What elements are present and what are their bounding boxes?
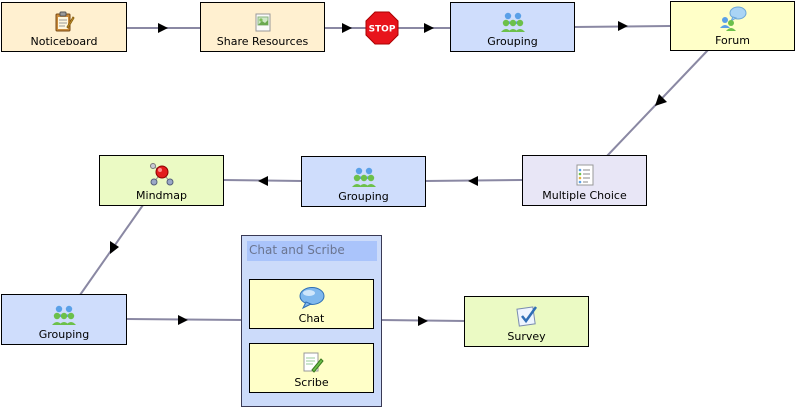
activity-label: Mindmap: [136, 189, 187, 202]
activity-label: Grouping: [338, 190, 389, 203]
stop-sign[interactable]: STOP: [365, 11, 399, 45]
arrowhead: [258, 176, 268, 186]
activity-label: Grouping: [487, 35, 538, 48]
activity-label: Share Resources: [216, 35, 309, 48]
activity-label: Multiple Choice: [542, 189, 627, 202]
activity-grouping[interactable]: Grouping: [1, 294, 127, 345]
activity-chat[interactable]: Chat: [249, 279, 374, 329]
grouping-icon: [351, 166, 377, 188]
activity-mindmap[interactable]: Mindmap: [99, 155, 224, 206]
share-resources-icon: [252, 11, 274, 33]
activity-grouping[interactable]: Grouping: [301, 156, 426, 207]
arrowhead: [468, 176, 478, 186]
activity-label: Forum: [715, 34, 750, 47]
activity-multiple-choice[interactable]: Multiple Choice: [522, 155, 647, 206]
activity-label: Noticeboard: [30, 35, 98, 48]
chat-icon: [298, 286, 326, 310]
grouping-icon: [51, 304, 77, 326]
activity-label: Chat: [298, 312, 325, 325]
scribe-icon: [300, 350, 324, 374]
activity-noticeboard[interactable]: Noticeboard: [1, 2, 127, 52]
activity-scribe[interactable]: Scribe: [249, 343, 374, 393]
group-title: Chat and Scribe: [247, 241, 377, 261]
activity-survey[interactable]: Survey: [464, 296, 589, 347]
arrowhead: [158, 23, 168, 33]
activity-label: Grouping: [38, 328, 90, 341]
activity-grouping[interactable]: Grouping: [450, 2, 575, 52]
arrowhead: [342, 23, 352, 33]
arrowhead: [178, 315, 188, 325]
noticeboard-icon: [53, 11, 75, 33]
arrowhead: [618, 21, 628, 31]
activity-label: Scribe: [294, 376, 329, 389]
grouping-icon: [500, 11, 526, 33]
arrowhead: [110, 241, 119, 254]
forum-icon: [718, 6, 748, 32]
mindmap-icon: [148, 161, 176, 187]
arrowhead: [655, 94, 667, 106]
activity-label: Survey: [507, 330, 546, 343]
arrowhead: [418, 316, 428, 326]
chat-scribe-group[interactable]: Chat and Scribe Chat Scribe: [241, 235, 382, 407]
stop-label: STOP: [369, 25, 396, 35]
arrowhead: [424, 23, 434, 33]
activity-share-resources[interactable]: Share Resources: [200, 2, 325, 52]
survey-icon: [514, 304, 540, 328]
activity-forum[interactable]: Forum: [670, 1, 795, 51]
multiple-choice-icon: [574, 163, 596, 187]
